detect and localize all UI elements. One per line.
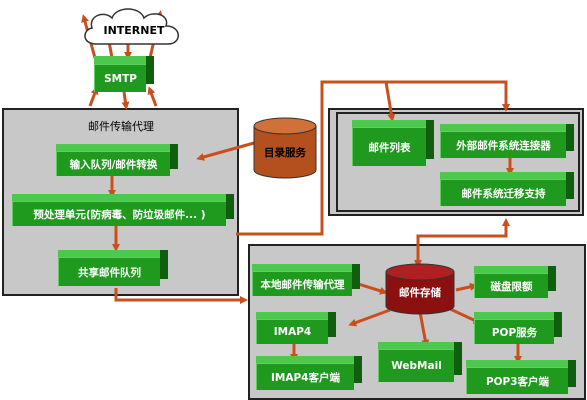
smtp-box[interactable]: SMTP (94, 56, 154, 92)
migration-support-label: 邮件系统迁移支持 (440, 179, 566, 206)
local-mta-box[interactable]: 本地邮件传输代理 (252, 264, 360, 296)
external-connector-label: 外部邮件系统连接器 (440, 131, 566, 158)
external-connector-box[interactable]: 外部邮件系统连接器 (440, 124, 574, 158)
directory-service-label: 目录服务 (264, 146, 306, 159)
imap4-label: IMAP4 (256, 319, 328, 344)
internet-cloud-icon: INTERNET (84, 8, 179, 45)
arrow-smtp-to-mta (121, 91, 130, 110)
disk-quota-label: 磁盘限额 (474, 273, 548, 298)
mail-store-label: 邮件存储 (399, 286, 441, 299)
preprocess-label: 预处理单元(防病毒、防垃圾邮件... ) (12, 201, 226, 226)
imap4-box[interactable]: IMAP4 (256, 312, 336, 344)
mail-list-label: 邮件列表 (352, 127, 426, 166)
arrow-mta-to-smtp-2 (147, 86, 158, 107)
webmail-label: WebMail (378, 349, 454, 382)
arrow-store-to-imap4 (348, 308, 391, 327)
arrow-store-to-pop (447, 306, 482, 324)
mail-store-cylinder[interactable]: 邮件存储 (382, 262, 458, 318)
internet-label: INTERNET (103, 24, 165, 37)
mail-list-box[interactable]: 邮件列表 (352, 120, 434, 166)
smtp-label: SMTP (94, 64, 146, 92)
arrow-store-to-quota (455, 282, 478, 292)
pop-service-label: POP服务 (474, 319, 554, 344)
connector-external-store (416, 218, 510, 266)
webmail-box[interactable]: WebMail (378, 342, 462, 382)
local-mta-label: 本地邮件传输代理 (252, 271, 352, 296)
mta-panel-title: 邮件传输代理 (88, 120, 154, 133)
directory-service-cylinder[interactable]: 目录服务 (250, 116, 320, 182)
preprocess-box[interactable]: 预处理单元(防病毒、防垃圾邮件... ) (12, 194, 234, 226)
arrow-mta-to-smtp (88, 86, 99, 107)
shared-queue-box[interactable]: 共享邮件队列 (58, 250, 168, 286)
pop3-client-box[interactable]: POP3客户端 (466, 360, 576, 394)
arrow-store-to-webmail (418, 311, 430, 348)
connector-shared-to-store (114, 288, 248, 304)
migration-support-box[interactable]: 邮件系统迁移支持 (440, 172, 574, 206)
arrow-directory-to-queue (196, 141, 255, 161)
arrow-to-mail-list (384, 81, 396, 122)
disk-quota-box[interactable]: 磁盘限额 (474, 266, 556, 298)
input-queue-label: 输入队列/邮件转换 (56, 151, 170, 176)
pop3-client-label: POP3客户端 (466, 367, 568, 394)
connector-mta-to-external (236, 80, 510, 236)
imap4-client-label: IMAP4客户端 (256, 363, 354, 390)
pop-service-box[interactable]: POP服务 (474, 312, 562, 344)
imap4-client-box[interactable]: IMAP4客户端 (256, 356, 362, 390)
input-queue-box[interactable]: 输入队列/邮件转换 (56, 144, 178, 176)
shared-queue-label: 共享邮件队列 (58, 257, 160, 286)
